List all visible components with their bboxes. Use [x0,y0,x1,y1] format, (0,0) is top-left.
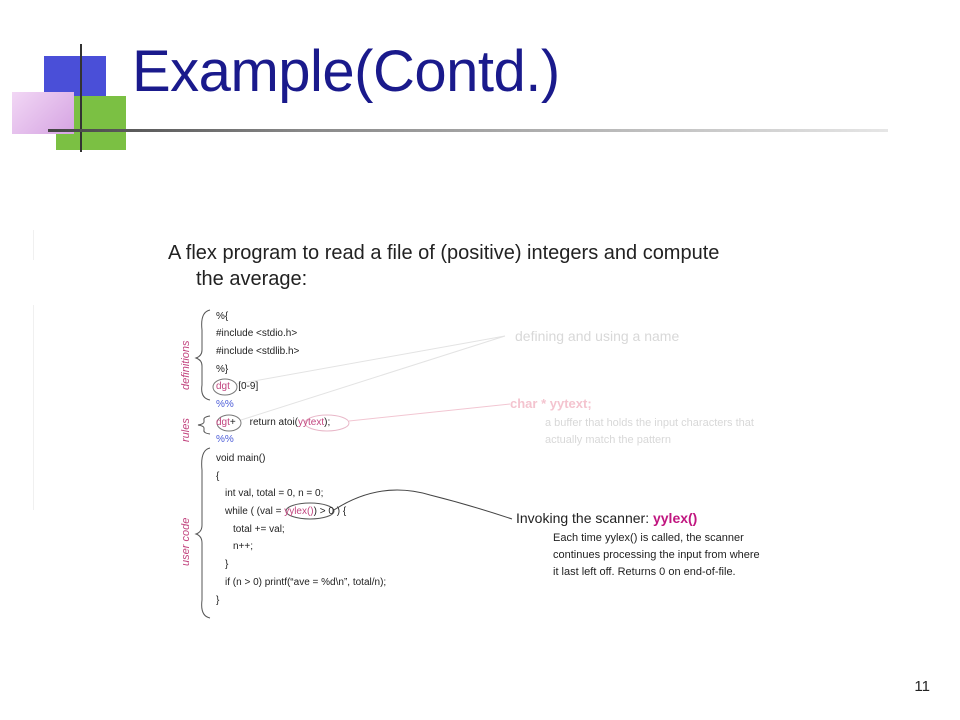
name-connector-2 [240,335,506,421]
name-note: defining and using a name [515,328,680,344]
dgt-def-circle [212,378,238,396]
scanner-title-b: yylex() [652,510,698,526]
definitions-brace [194,309,211,401]
page-number: 11 [914,678,930,695]
code-line: %{ [216,311,229,322]
code-line: void main() [216,453,266,464]
dgt-def-name: dgt [216,381,230,392]
rules-brace [197,415,211,435]
label-definitions: definitions [180,340,192,390]
code-line: n++; [233,541,254,552]
code-line: #include <stdlib.h> [216,346,300,357]
dgt-def-value: [0-9] [238,381,259,392]
code-line: int val, total = 0, n = 0; [225,488,324,499]
rule-action-var: yytext [298,417,325,428]
name-connector-1 [236,335,506,385]
rule-action-b: ); [324,417,331,428]
while-b: ) > 0 ) { [313,506,347,517]
yytext-note-desc: a buffer that holds the input characters… [545,417,754,446]
slide-title: Example(Contd.) [132,39,560,104]
code-line-dgt-def: dgt [0-9] [216,381,258,392]
code-line: #include <stdio.h> [216,328,298,339]
label-rules: rules [180,418,192,442]
code-line-while: while ( (val = yylex()) > 0 ) { [225,506,346,517]
label-user-code: user code [180,517,192,566]
scanner-title-a: Invoking the scanner: [516,510,653,526]
image-edge [33,305,34,510]
scanner-note-desc: Each time yylex() is called, the scanner… [553,532,760,578]
code-line: %} [216,364,229,375]
while-yylex: yylex() [284,506,314,517]
yylex-connector [333,489,513,520]
code-line: { [216,471,220,482]
scanner-note-title: Invoking the scanner: yylex() [516,510,697,526]
title-underline [48,129,888,132]
heading-line-1: A flex program to read a file of (positi… [168,242,720,264]
while-a: while ( (val = [225,506,285,517]
heading-line-2: the average: [196,268,308,290]
rule-plus: + [229,417,236,428]
yytext-connector [348,403,511,422]
decor-pink-square [12,92,74,134]
code-line: } [216,595,220,606]
yytext-circle [304,414,350,432]
dgt-rule-circle [216,414,242,432]
rule-action-a: return atoi( [249,417,299,428]
code-line: if (n > 0) printf(“ave = %d\n”, total/n)… [225,577,387,588]
content-heading: A flex program to read a file of (positi… [168,240,808,292]
yylex-circle [285,502,335,520]
yytext-note-title: char * yytext; [510,396,592,411]
user-code-brace [194,447,211,619]
code-separator: %% [216,399,234,410]
code-line-rule: dgt+ return atoi(yytext); [216,417,330,428]
code-separator: %% [216,434,234,445]
decor-vertical-line [80,44,82,152]
image-edge [33,230,34,260]
rule-name: dgt [216,417,230,428]
code-line: total += val; [233,524,285,535]
code-line: } [225,559,229,570]
